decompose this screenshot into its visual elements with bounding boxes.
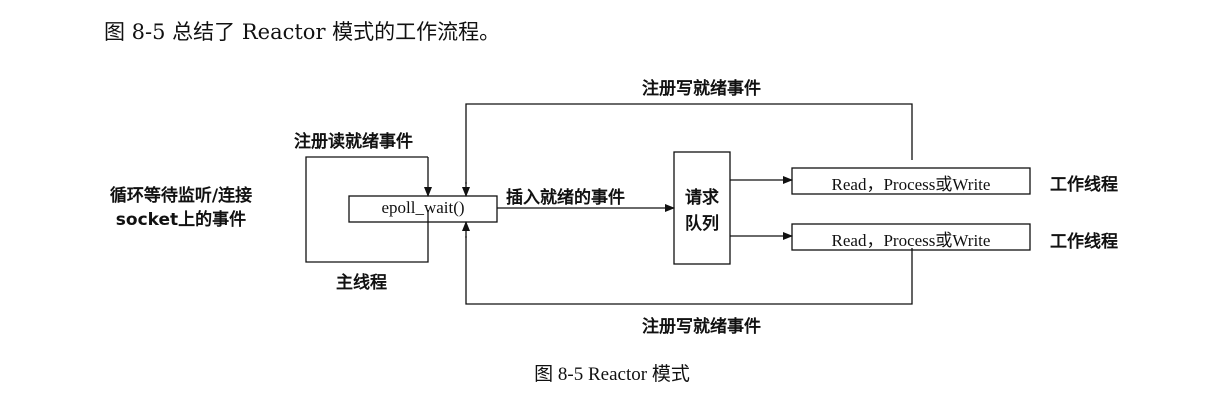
- left-label-line2: socket上的事件: [115, 210, 247, 230]
- register-write-bottom-label: 注册写就绪事件: [642, 317, 761, 337]
- intro-text: 图 8-5 总结了 Reactor 模式的工作流程。: [104, 20, 501, 44]
- figure-caption: 图 8-5 Reactor 模式: [534, 364, 690, 385]
- worker-box-2: [791, 223, 1031, 251]
- main-thread-label: 主线程: [336, 273, 387, 293]
- worker-thread-label-1: 工作线程: [1050, 175, 1118, 195]
- main-thread-frame: [305, 156, 429, 263]
- worker-thread-label-2: 工作线程: [1050, 232, 1118, 252]
- register-write-bottom-path: [465, 236, 913, 305]
- worker-box-1: [791, 167, 1031, 195]
- queue-label-line2: 队列: [685, 214, 719, 234]
- insert-events-label: 插入就绪的事件: [506, 188, 625, 208]
- worker-box-2-label: Read，Process或Write: [831, 231, 991, 250]
- register-read-label: 注册读就绪事件: [294, 132, 413, 152]
- register-write-top-path: [465, 103, 913, 184]
- epoll-wait-label: epoll_wait(): [381, 198, 465, 217]
- request-queue-box: [673, 151, 731, 265]
- queue-label-line1: 请求: [685, 188, 719, 208]
- register-write-top-label: 注册写就绪事件: [642, 79, 761, 99]
- epoll-wait-box: [348, 195, 498, 223]
- worker-box-1-label: Read，Process或Write: [831, 175, 991, 194]
- left-label-line1: 循环等待监听/连接: [109, 186, 253, 206]
